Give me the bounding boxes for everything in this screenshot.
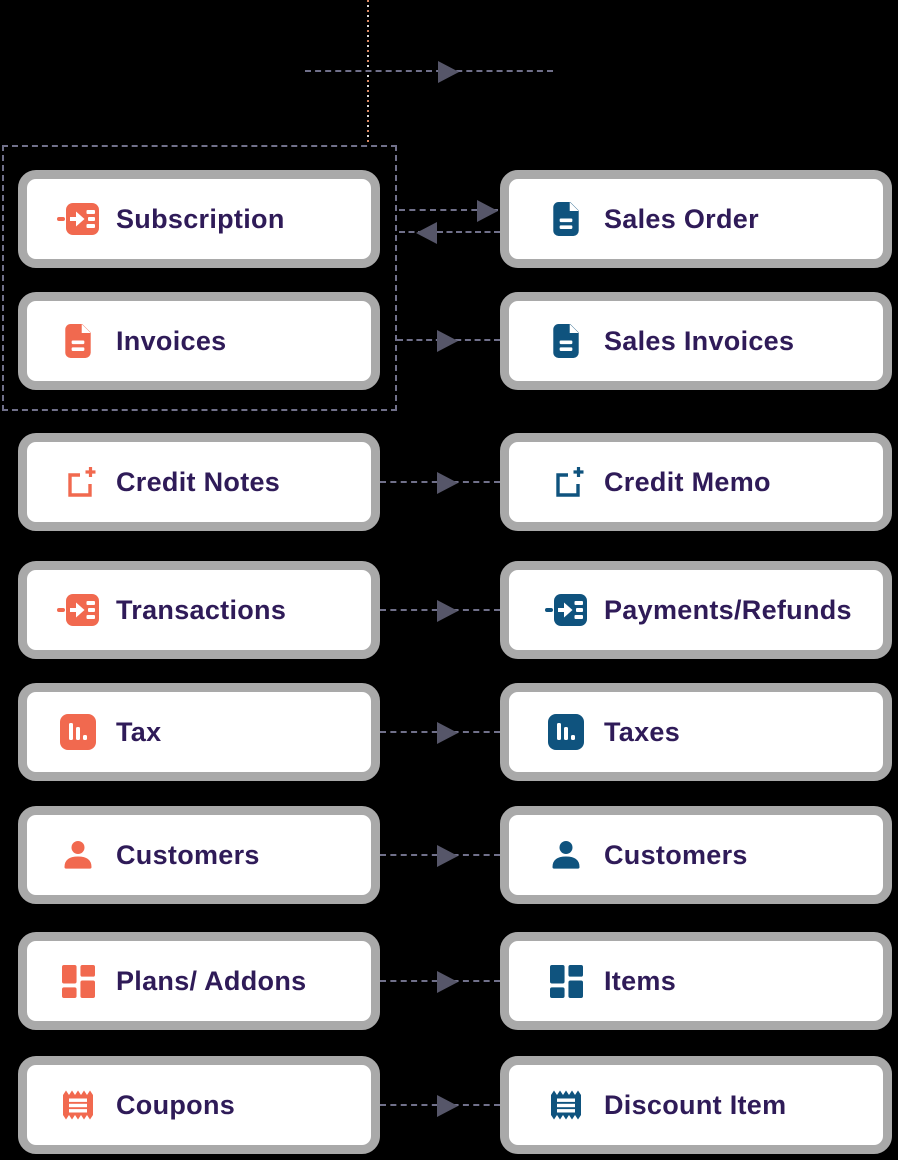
node-label: Discount Item <box>604 1089 787 1120</box>
node-label: Credit Notes <box>116 466 281 497</box>
connector-invoices-to-salesinvoices <box>397 330 500 352</box>
node-invoices: Invoices <box>18 292 380 390</box>
right-arrow-icon <box>437 971 458 993</box>
node-coupons: Coupons <box>18 1056 380 1154</box>
connector-plans-to-items <box>380 971 500 993</box>
node-label: Credit Memo <box>604 466 771 497</box>
node-discount-item: Discount Item <box>500 1056 892 1154</box>
person-icon <box>543 837 589 873</box>
node-transactions: Transactions <box>18 561 380 659</box>
credit-note-plus-icon <box>55 464 101 500</box>
credit-note-plus-icon <box>543 464 589 500</box>
node-label: Items <box>604 965 677 996</box>
node-taxes: Taxes <box>500 683 892 781</box>
node-label: Transactions <box>116 594 287 625</box>
billing-group-outline <box>2 145 397 411</box>
node-label: Coupons <box>116 1089 236 1120</box>
node-label: Invoices <box>116 325 227 356</box>
left-arrow-icon <box>416 222 437 244</box>
node-label: Customers <box>116 839 260 870</box>
node-credit-memo: Credit Memo <box>500 433 892 531</box>
node-sales-order: Sales Order <box>500 170 892 268</box>
node-items: Items <box>500 932 892 1030</box>
connector-creditnotes-to-creditmemo <box>380 472 500 494</box>
right-arrow-icon <box>437 472 458 494</box>
connector-tax-to-taxes <box>380 722 500 744</box>
bar-chart-icon <box>55 714 101 750</box>
top-dotted-line <box>367 0 369 145</box>
node-label: Subscription <box>116 203 285 234</box>
node-customers-left: Customers <box>18 806 380 904</box>
connector-coupons-to-discountitem <box>380 1095 500 1117</box>
node-label: Sales Invoices <box>604 325 795 356</box>
right-arrow-icon <box>437 1095 458 1117</box>
node-customers-right: Customers <box>500 806 892 904</box>
node-subscription: Subscription <box>18 170 380 268</box>
node-credit-notes: Credit Notes <box>18 433 380 531</box>
person-icon <box>55 837 101 873</box>
dashboard-icon <box>55 965 101 998</box>
connector-subscription-to-salesorder <box>399 200 498 222</box>
connector-customers-to-customers <box>380 845 500 867</box>
node-plans-addons: Plans/ Addons <box>18 932 380 1030</box>
right-arrow-icon <box>477 200 498 222</box>
node-label: Payments/Refunds <box>604 594 852 625</box>
coupon-icon <box>543 1087 589 1123</box>
node-label: Plans/ Addons <box>116 965 307 996</box>
transaction-arrow-icon <box>543 592 589 628</box>
right-arrow-icon <box>438 61 459 83</box>
right-arrow-icon <box>437 600 458 622</box>
right-arrow-icon <box>437 845 458 867</box>
bar-chart-icon <box>543 714 589 750</box>
connector-transactions-to-payments <box>380 600 500 622</box>
node-label: Customers <box>604 839 748 870</box>
node-label: Taxes <box>604 716 681 747</box>
node-label: Tax <box>116 716 162 747</box>
node-tax: Tax <box>18 683 380 781</box>
right-arrow-icon <box>437 330 458 352</box>
document-icon <box>543 201 589 237</box>
subscription-arrow-icon <box>55 201 101 237</box>
top-connector <box>305 61 553 83</box>
connector-salesorder-to-subscription <box>399 222 500 244</box>
dashboard-icon <box>543 965 589 998</box>
transaction-arrow-icon <box>55 592 101 628</box>
coupon-icon <box>55 1087 101 1123</box>
right-arrow-icon <box>437 722 458 744</box>
node-sales-invoices: Sales Invoices <box>500 292 892 390</box>
document-icon <box>543 323 589 359</box>
document-icon <box>55 323 101 359</box>
node-label: Sales Order <box>604 203 759 234</box>
node-payments-refunds: Payments/Refunds <box>500 561 892 659</box>
